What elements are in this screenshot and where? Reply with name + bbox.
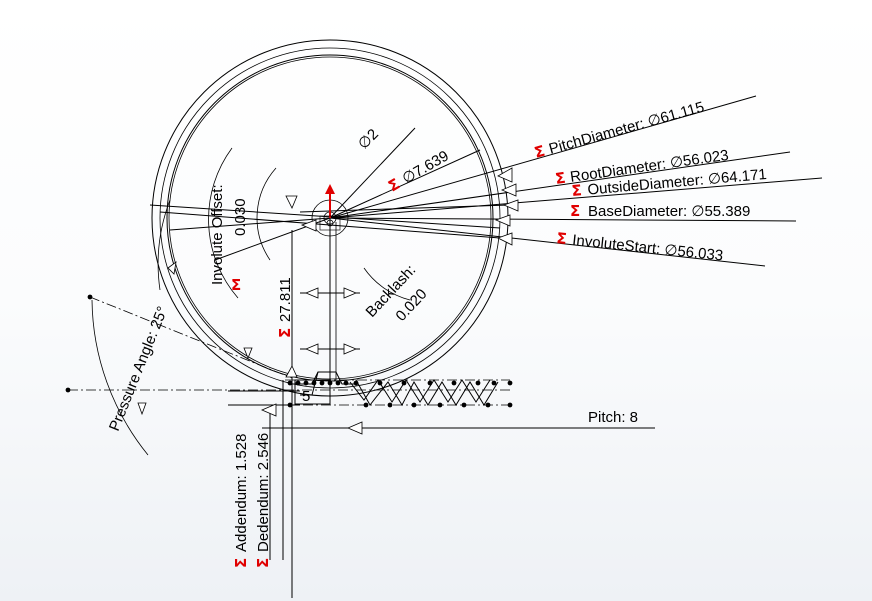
sigma-icon: Σ [532,142,547,162]
addendum-label: Addendum: 1.528 [233,434,250,552]
construction-arcs [91,147,411,456]
sigma-icon: Σ [570,202,580,220]
bore-small-label: ∅2 [355,126,382,153]
sigma-icon: Σ [571,181,583,200]
dim-pressure-angle[interactable]: Pressure Angle: 25° [106,304,171,433]
dim-center-height[interactable]: Σ 27.811 [276,277,294,338]
dim-involute-offset-value[interactable]: 0.030 [232,198,249,236]
bore-large-label: ∅7.639 [399,147,451,187]
dim-involute-start[interactable]: Σ InvoluteStart: ∅56.033 [556,229,724,264]
pitch-diameter-label: PitchDiameter: ∅61.115 [547,99,706,158]
dim-pitch-diameter[interactable]: Σ PitchDiameter: ∅61.115 [532,98,706,162]
small-dim-label[interactable]: 5 [302,388,310,405]
sigma-icon: Σ [554,169,567,188]
sigma-icon: Σ [276,328,294,338]
center-height-label: 27.811 [277,277,294,322]
involute-start-label: InvoluteStart: ∅56.033 [571,232,723,265]
sigma-icon: Σ [231,276,241,294]
dim-bore-small[interactable]: ∅2 [355,126,382,153]
dim-bore-large[interactable]: Σ ∅7.639 [385,147,452,196]
involute-offset-label: Involute Offset: [209,184,226,285]
pitch-label[interactable]: Pitch: 8 [588,409,638,426]
sigma-icon: Σ [232,558,250,568]
pressure-angle-label: Pressure Angle: 25° [106,304,171,433]
sigma-icon: Σ [254,558,272,568]
dim-base-diameter[interactable]: Σ BaseDiameter: ∅55.389 [570,202,750,220]
rack-tooth-profile [65,294,513,408]
dim-addendum[interactable]: Σ Addendum: 1.528 [232,434,250,568]
sigma-icon: Σ [556,229,568,248]
centerlines [68,218,655,598]
base-diameter-label: BaseDiameter: ∅55.389 [588,203,750,220]
dim-dedendum[interactable]: Σ Dedendum: 2.546 [254,433,272,568]
dim-involute-offset[interactable]: Involute Offset: [209,184,226,285]
dimension-arrowheads [137,167,519,435]
involute-offset-value: 0.030 [232,198,249,236]
origin-marker[interactable] [319,184,341,231]
dedendum-label: Dedendum: 2.546 [255,433,272,552]
